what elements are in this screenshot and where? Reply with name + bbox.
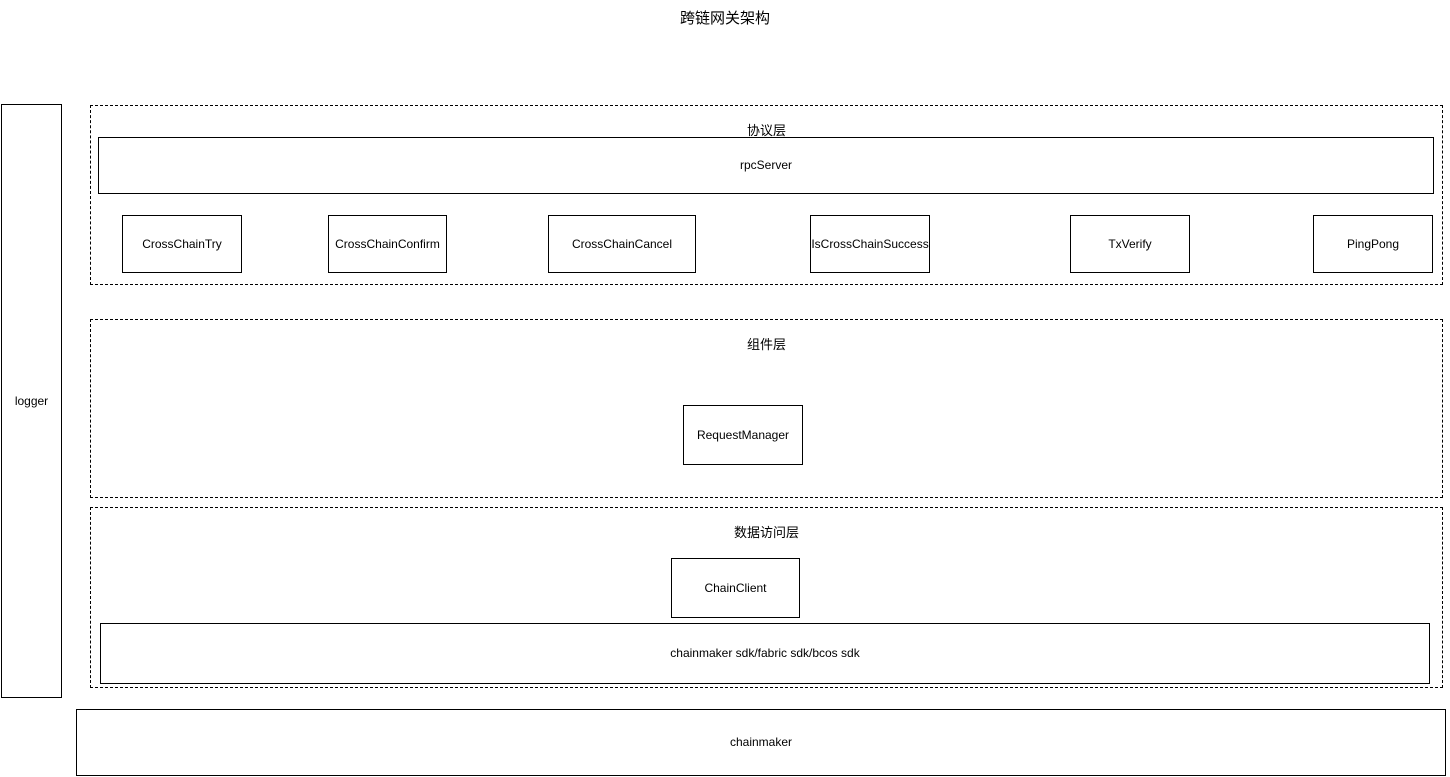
handler-box-crosschaincancel: CrossChainCancel — [548, 215, 696, 273]
logger-box: logger — [1, 104, 62, 698]
handler-box-crosschaintry: CrossChainTry — [122, 215, 242, 273]
component-layer-label: 组件层 — [746, 337, 786, 352]
handler-box-iscrosschainsuccess: IsCrossChainSuccess — [810, 215, 930, 273]
chainmaker-box: chainmaker — [76, 709, 1446, 776]
request-manager-box: RequestManager — [683, 405, 803, 465]
protocol-layer-container: 协议层 — [90, 105, 1443, 285]
data-access-layer-label: 数据访问层 — [733, 525, 799, 540]
handler-box-txverify: TxVerify — [1070, 215, 1190, 273]
rpc-server-box: rpcServer — [98, 137, 1434, 194]
diagram-title: 跨链网关架构 — [679, 10, 770, 27]
sdk-box: chainmaker sdk/fabric sdk/bcos sdk — [100, 623, 1430, 684]
handler-box-pingpong: PingPong — [1313, 215, 1433, 273]
protocol-layer-label: 协议层 — [746, 123, 786, 138]
handler-box-crosschainconfirm: CrossChainConfirm — [328, 215, 447, 273]
chain-client-box: ChainClient — [671, 558, 800, 618]
